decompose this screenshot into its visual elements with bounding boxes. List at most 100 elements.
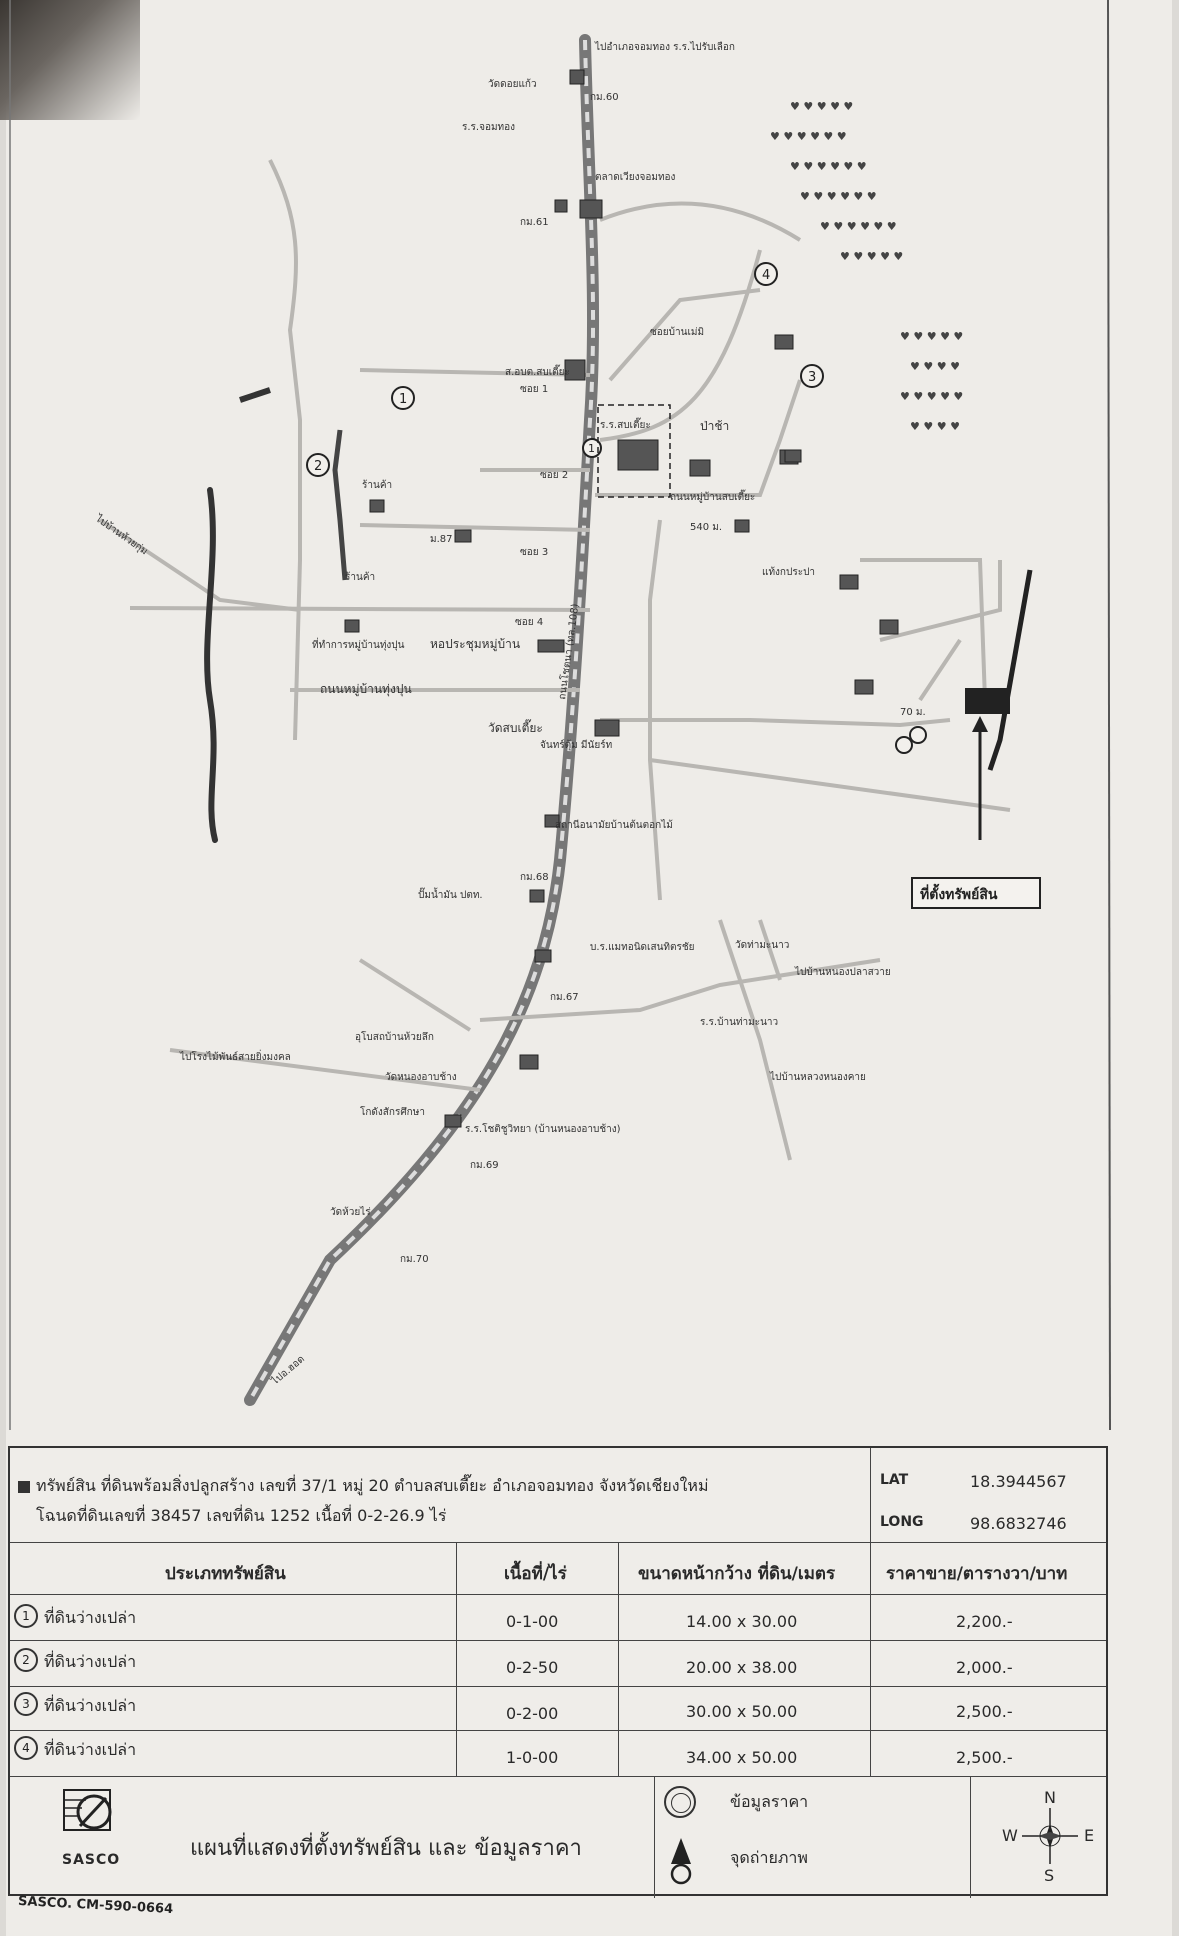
row-type: ที่ดินว่างเปล่า — [44, 1740, 137, 1759]
label-school-thamnak: ร.ร.บ้านท่ามะนาว — [700, 1016, 778, 1028]
side-roads — [98, 159, 1011, 1161]
svg-text:♥ ♥ ♥ ♥ ♥ ♥: ♥ ♥ ♥ ♥ ♥ ♥ — [770, 130, 847, 143]
row-number: 1 — [14, 1604, 38, 1628]
footer-divider-1 — [654, 1776, 655, 1898]
main-highway — [244, 34, 600, 1406]
row-number: 2 — [14, 1648, 38, 1672]
label-village-hall: หอประชุมหมู่บ้าน — [430, 637, 520, 652]
row-divider-4 — [10, 1730, 1106, 1731]
label-wat-nong: วัดหนองอาบช้าง — [385, 1071, 457, 1083]
label-km67: กม.67 — [550, 992, 579, 1003]
svg-text:♥ ♥ ♥ ♥: ♥ ♥ ♥ ♥ — [910, 360, 960, 373]
label-to-left: ไปบ้านห้วยกุ่ม — [92, 512, 150, 557]
label-warehouse: โกดังสักรศึกษา — [360, 1105, 425, 1118]
row-size: 14.00 x 30.00 — [686, 1612, 798, 1631]
label-wat-sop: วัดสบเตี๊ยะ — [488, 719, 543, 735]
svg-text:1: 1 — [399, 392, 407, 407]
row-divider-5 — [10, 1776, 1106, 1777]
label-soi-right: ไปบ้านหนองปลาสวาย — [794, 966, 891, 978]
svg-text:4: 4 — [762, 268, 770, 283]
location-map: ที่ตั้งทรัพย์สิน ♥ ♥ ♥ ♥ ♥ ♥ ♥ ♥ ♥ ♥ ♥ ♥… — [9, 0, 1111, 1430]
label-store-arts: จันทร์ตุ้ม มีนัยร์ท — [540, 739, 612, 751]
svg-text:1: 1 — [588, 442, 595, 455]
label-water-tower: แท้งกประปา — [762, 566, 815, 578]
svg-text:♥ ♥ ♥ ♥ ♥ ♥: ♥ ♥ ♥ ♥ ♥ ♥ — [790, 160, 867, 173]
label-school-sopmae: ร.ร.สบเตี๊ยะ — [600, 417, 651, 431]
label-office-village: ที่ทำการหมู่บ้านทุ่งปุน — [312, 637, 405, 651]
lat-value: 18.3944567 — [970, 1472, 1067, 1491]
map-labels: วัดดอยแก้ว ร.ร.จอมทอง ไปอำเภอจอมทอง ร.ร.… — [92, 41, 925, 1388]
row-size: 30.00 x 50.00 — [686, 1702, 798, 1721]
col-divider-3 — [870, 1542, 871, 1776]
row-divider-2 — [10, 1640, 1106, 1641]
table-header-price: ราคาขาย/ตารางวา/บาท — [886, 1564, 1068, 1584]
table-header-size: ขนาดหน้ากว้าง ที่ดิน/เมตร — [638, 1564, 836, 1584]
map-marker-1: 1 — [391, 386, 415, 410]
table-header-area: เนื้อที่/ไร่ — [504, 1564, 567, 1584]
svg-text:♥ ♥ ♥ ♥ ♥: ♥ ♥ ♥ ♥ ♥ — [840, 250, 903, 263]
map-marker-23 — [895, 726, 927, 754]
long-label: LONG — [880, 1514, 924, 1530]
label-wat-thamnak: วัดท่ามะนาว — [735, 940, 789, 951]
row-number: 4 — [14, 1736, 38, 1760]
label-road-sop: ถนนหมู่บ้านสบเตี๊ยะ — [670, 489, 755, 503]
label-soi3: ซอย 3 — [520, 547, 548, 558]
info-panel: ทรัพย์สิน ที่ดินพร้อมสิ่งปลูกสร้าง เลขที… — [8, 1446, 1108, 1898]
label-sor-a: ป่าช้า — [700, 419, 729, 433]
forest-symbols: ♥ ♥ ♥ ♥ ♥ ♥ ♥ ♥ ♥ ♥ ♥ ♥ ♥ ♥ ♥ ♥ ♥ ♥ ♥ ♥ … — [770, 100, 963, 433]
label-soi4: ซอย 4 — [515, 617, 543, 628]
footer-title: แผนที่แสดงที่ตั้งทรัพย์สิน และ ข้อมูลราค… — [190, 1836, 582, 1861]
camera-point-icon — [670, 1838, 692, 1885]
asset-line-2: โฉนดที่ดินเลขที่ 38457 เลขที่ดิน 1252 เน… — [36, 1506, 447, 1525]
compass-s: S — [1044, 1866, 1055, 1885]
label-wat-top: วัดดอยแก้ว — [488, 78, 537, 90]
svg-text:♥ ♥ ♥ ♥ ♥: ♥ ♥ ♥ ♥ ♥ — [790, 100, 853, 113]
map-marker-2: 2 — [306, 453, 330, 477]
legend-photo: จุดถ่ายภาพ — [730, 1848, 808, 1867]
row-price: 2,000.- — [956, 1658, 1013, 1677]
stream-short — [239, 387, 271, 403]
compass-e: E — [1084, 1826, 1095, 1845]
label-gas: ปั๊มน้ำมัน ปตท. — [418, 887, 483, 901]
label-to-factory: ไปโรงไม้พันธ์สายยิ่งมงคล — [179, 1049, 291, 1063]
row-price: 2,200.- — [956, 1612, 1013, 1631]
row-number: 3 — [14, 1692, 38, 1716]
col-divider-1 — [456, 1542, 457, 1776]
svg-text:♥ ♥ ♥ ♥ ♥: ♥ ♥ ♥ ♥ ♥ — [900, 390, 963, 403]
row-area: 0-1-00 — [506, 1612, 559, 1631]
label-dist540: 540 ม. — [690, 522, 722, 533]
label-road-thungpun: ถนนหมู่บ้านทุ่งปุน — [320, 682, 412, 697]
row-divider-1 — [10, 1594, 1106, 1595]
label-market: ตลาดเวียงจอมทอง — [595, 171, 676, 183]
school-enclosure — [597, 404, 671, 498]
stream-upper — [332, 429, 348, 581]
row-area: 1-0-00 — [506, 1748, 559, 1767]
label-shop2: ร้านค้า — [345, 571, 375, 583]
row-size: 34.00 x 50.00 — [686, 1748, 798, 1767]
label-store-mid: บ.ร.แมทอนิดเสนทิตรชัย — [590, 942, 695, 953]
compass: N S E W — [1000, 1786, 1100, 1886]
table-header-type: ประเภททรัพย์สิน — [165, 1564, 286, 1584]
label-to-chiangmai: ไปอำเภอจอมทอง ร.ร.ไปรับเลือก — [594, 41, 735, 53]
label-km60: กม.60 — [590, 92, 619, 103]
main-highway-center — [248, 39, 596, 1401]
label-temple-gate: อุโบสถบ้านห้วยลึก — [355, 1030, 434, 1043]
property-road — [987, 569, 1033, 771]
legend-price: ข้อมูลราคา — [730, 1792, 809, 1811]
map-marker-3: 3 — [800, 364, 824, 388]
lat-label: LAT — [880, 1472, 909, 1488]
svg-text:♥ ♥ ♥ ♥ ♥ ♥: ♥ ♥ ♥ ♥ ♥ ♥ — [800, 190, 877, 203]
compass-icon — [1022, 1808, 1078, 1864]
asset-line-1: ทรัพย์สิน ที่ดินพร้อมสิ่งปลูกสร้าง เลขที… — [36, 1476, 709, 1495]
label-shop: ร้านค้า — [362, 479, 392, 491]
label-soi-bam: ซอยบ้านเม่มิ — [650, 326, 704, 338]
sasco-logo-text: SASCO — [62, 1852, 121, 1868]
stream — [204, 487, 218, 843]
svg-text:♥ ♥ ♥ ♥: ♥ ♥ ♥ ♥ — [910, 420, 960, 433]
label-soi-right2: ไปบ้านหลวงหนองคาย — [769, 1071, 866, 1083]
row-type: ที่ดินว่างเปล่า — [44, 1696, 137, 1715]
long-value: 98.6832746 — [970, 1514, 1067, 1533]
corner-shadow — [0, 0, 140, 120]
label-dist70: 70 ม. — [900, 707, 926, 718]
